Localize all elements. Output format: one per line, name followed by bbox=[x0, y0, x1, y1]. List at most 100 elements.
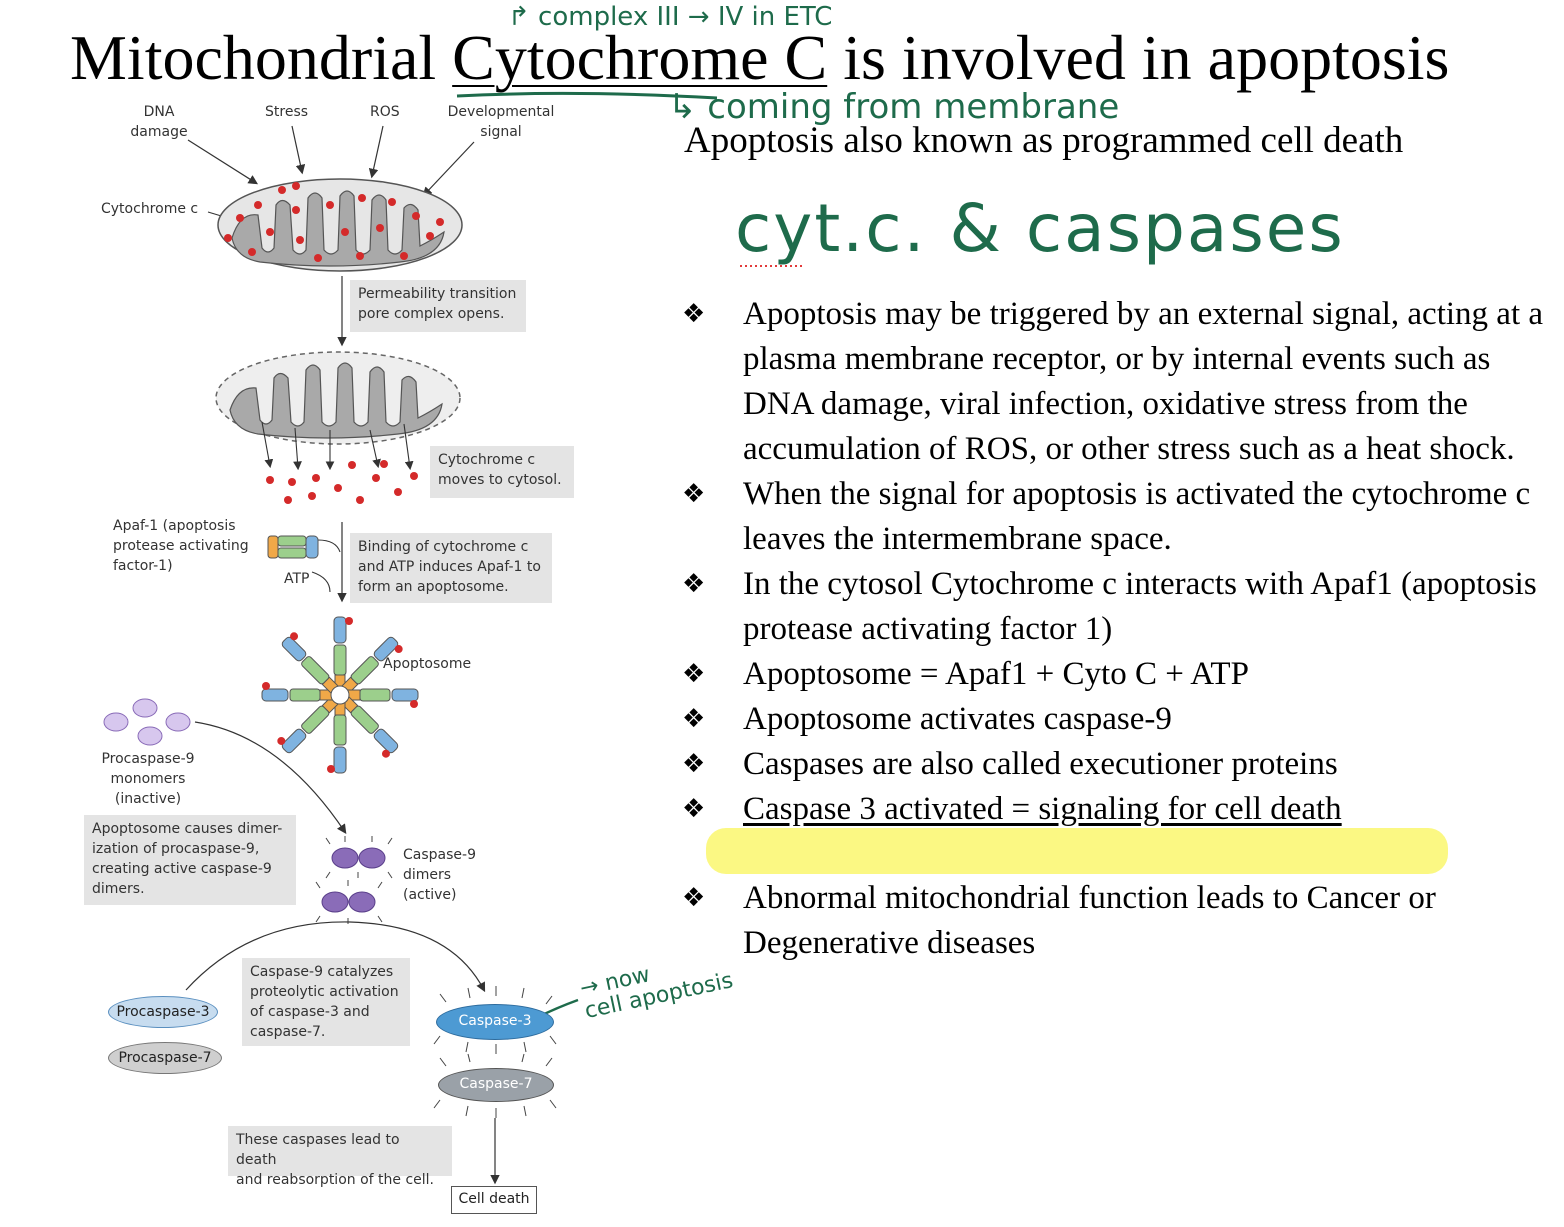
handwritten-cytc-caspases: cyt.c. & caspases bbox=[735, 190, 1345, 267]
arrow-activation-curve bbox=[185, 921, 486, 993]
box-line: creating active caspase-9 bbox=[92, 861, 272, 877]
bullet-item: ❖ When the signal for apoptosis is activa… bbox=[680, 472, 1560, 562]
label-atp: ATP bbox=[284, 571, 310, 587]
cytochrome-dots-inside bbox=[224, 182, 444, 262]
apoptosome-icon bbox=[261, 616, 419, 774]
bullet-item: ❖ Apoptosome = Apaf1 + Cyto C + ATP bbox=[680, 652, 1560, 697]
bullet-item: ❖ Apoptosome activates caspase-9 bbox=[680, 697, 1560, 742]
caspase7-oval: Caspase-7 bbox=[438, 1068, 554, 1102]
label-dna-line2: damage bbox=[130, 124, 188, 140]
box-line: These caspases lead to death bbox=[236, 1132, 400, 1168]
spellcheck-underline bbox=[740, 265, 804, 267]
bullet-diamond-icon: ❖ bbox=[682, 883, 706, 913]
arrow-stress bbox=[291, 125, 306, 175]
bullet-text: Caspases are also called executioner pro… bbox=[743, 746, 1338, 782]
bullet-item: ❖ Caspases are also called executioner pr… bbox=[680, 742, 1560, 787]
box-line: ization of procaspase-9, bbox=[92, 841, 260, 857]
bullet-text: Abnormal mitochondrial function leads to… bbox=[743, 880, 1436, 961]
label-apoptosome: Apoptosome bbox=[383, 656, 472, 672]
box-catalyzes: Caspase-9 catalyzes proteolytic activatio… bbox=[242, 958, 410, 1046]
arrow-ros bbox=[368, 125, 384, 179]
proc9-line: (inactive) bbox=[114, 791, 182, 807]
arrow-dna bbox=[187, 139, 259, 185]
bullet-item: ❖ In the cytosol Cytochrome c interacts w… bbox=[680, 562, 1560, 652]
label-dev-line1: Developmental bbox=[447, 104, 555, 120]
box-cytochrome-moves: Cytochrome c moves to cytosol. bbox=[430, 446, 574, 498]
bullet-diamond-icon: ❖ bbox=[682, 659, 706, 689]
box-line: and reabsorption of the cell. bbox=[236, 1172, 434, 1188]
label-ros: ROS bbox=[370, 104, 400, 120]
proc9-line: Procaspase-9 bbox=[101, 751, 195, 767]
box-line: Cytochrome c bbox=[438, 452, 536, 468]
box-line: and ATP induces Apaf-1 to bbox=[358, 559, 541, 575]
label-apaf1: Apaf-1 (apoptosis protease activating fact… bbox=[113, 516, 249, 576]
bullet-item: ❖ Apoptosis may be triggered by an extern… bbox=[680, 292, 1560, 472]
bullet-diamond-icon: ❖ bbox=[682, 479, 706, 509]
label-caspase9-dimers: Caspase-9 dimers (active) bbox=[403, 845, 476, 905]
apaf-line: factor-1) bbox=[113, 558, 173, 574]
bullet-item: ❖ Caspase 3 activated = signaling for cel… bbox=[680, 787, 1560, 832]
bullet-diamond-icon: ❖ bbox=[682, 704, 706, 734]
box-line: Caspase-9 catalyzes bbox=[250, 964, 394, 980]
bullet-text: Apoptosome = Apaf1 + Cyto C + ATP bbox=[743, 656, 1249, 692]
bullet-diamond-icon: ❖ bbox=[682, 749, 706, 779]
bullet-diamond-icon: ❖ bbox=[682, 299, 706, 329]
procaspase7-oval: Procaspase-7 bbox=[108, 1042, 222, 1074]
box-line: caspase-7. bbox=[250, 1024, 326, 1040]
mitochondrion-permeable bbox=[215, 351, 461, 445]
cell-death-box: Cell death bbox=[451, 1186, 537, 1214]
box-line: proteolytic activation bbox=[250, 984, 399, 1000]
atp-curve bbox=[311, 571, 331, 593]
box-line: Permeability transition bbox=[358, 286, 517, 302]
box-permeability-transition: Permeability transition pore complex open… bbox=[350, 280, 526, 332]
label-dev-line2: signal bbox=[480, 124, 522, 140]
handwritten-underline-stroke bbox=[456, 91, 718, 100]
title-part2: is involved in apoptosis bbox=[827, 22, 1450, 93]
caspase-activity-spikes bbox=[433, 986, 557, 1118]
caspase3-oval: Caspase-3 bbox=[436, 1004, 554, 1040]
cytochrome-dots-released bbox=[266, 460, 418, 504]
yellow-highlight bbox=[706, 828, 1448, 874]
label-procaspase9: Procaspase-9 monomers (inactive) bbox=[96, 749, 200, 809]
box-line: pore complex opens. bbox=[358, 306, 505, 322]
label-cytochrome-c: Cytochrome c bbox=[101, 201, 199, 217]
title-part1: Mitochondrial bbox=[70, 22, 453, 93]
apaf-curve bbox=[317, 539, 341, 553]
mitochondrion-intact bbox=[217, 178, 463, 272]
handwritten-coming-from-membrane: ↳ coming from membrane bbox=[668, 87, 1120, 127]
procaspase3-oval: Procaspase-3 bbox=[108, 996, 218, 1028]
box-line: dimers. bbox=[92, 881, 145, 897]
casp9-line: dimers bbox=[403, 867, 452, 883]
release-arrows bbox=[261, 421, 414, 471]
bullet-text-highlighted: Caspase 3 activated = signaling for cell… bbox=[743, 791, 1342, 827]
box-line: of caspase-3 and bbox=[250, 1004, 370, 1020]
apaf-line: protease activating bbox=[113, 538, 249, 554]
apaf-line: Apaf-1 (apoptosis bbox=[113, 518, 236, 534]
bullet-text: Apoptosis may be triggered by an externa… bbox=[743, 296, 1544, 467]
procaspase9-monomers-icon bbox=[103, 698, 191, 746]
box-line: Binding of cytochrome c bbox=[358, 539, 529, 555]
box-line: Apoptosome causes dimer- bbox=[92, 821, 283, 837]
handwritten-etc-note: ↱ complex III → IV in ETC bbox=[508, 2, 833, 32]
box-lead-to-death: These caspases lead to death and reabsorp… bbox=[228, 1126, 452, 1188]
box-dimerization: Apoptosome causes dimer-ization of proca… bbox=[84, 815, 296, 905]
casp9-line: (active) bbox=[403, 887, 457, 903]
bullet-item: ❖ Abnormal mitochondrial function leads t… bbox=[680, 876, 1560, 966]
label-stress: Stress bbox=[265, 104, 309, 120]
bullet-diamond-icon: ❖ bbox=[682, 569, 706, 599]
apaf1-icon bbox=[267, 535, 319, 559]
box-line: moves to cytosol. bbox=[438, 472, 562, 488]
subtitle: Apoptosis also known as programmed cell … bbox=[684, 120, 1404, 161]
bullet-text: Apoptosome activates caspase-9 bbox=[743, 701, 1172, 737]
arrow-developmental bbox=[422, 141, 475, 197]
bullet-text: When the signal for apoptosis is activat… bbox=[743, 476, 1531, 557]
casp9-line: Caspase-9 bbox=[403, 847, 476, 863]
bullet-text: In the cytosol Cytochrome c interacts wi… bbox=[743, 566, 1537, 647]
box-line: form an apoptosome. bbox=[358, 579, 509, 595]
title-cytochrome-c: Cytochrome C bbox=[452, 22, 828, 93]
proc9-line: monomers bbox=[110, 771, 186, 787]
label-developmental-signal: Developmental signal bbox=[444, 102, 558, 142]
bullet-diamond-icon: ❖ bbox=[682, 794, 706, 824]
caspase9-dimers-icon bbox=[315, 836, 393, 924]
